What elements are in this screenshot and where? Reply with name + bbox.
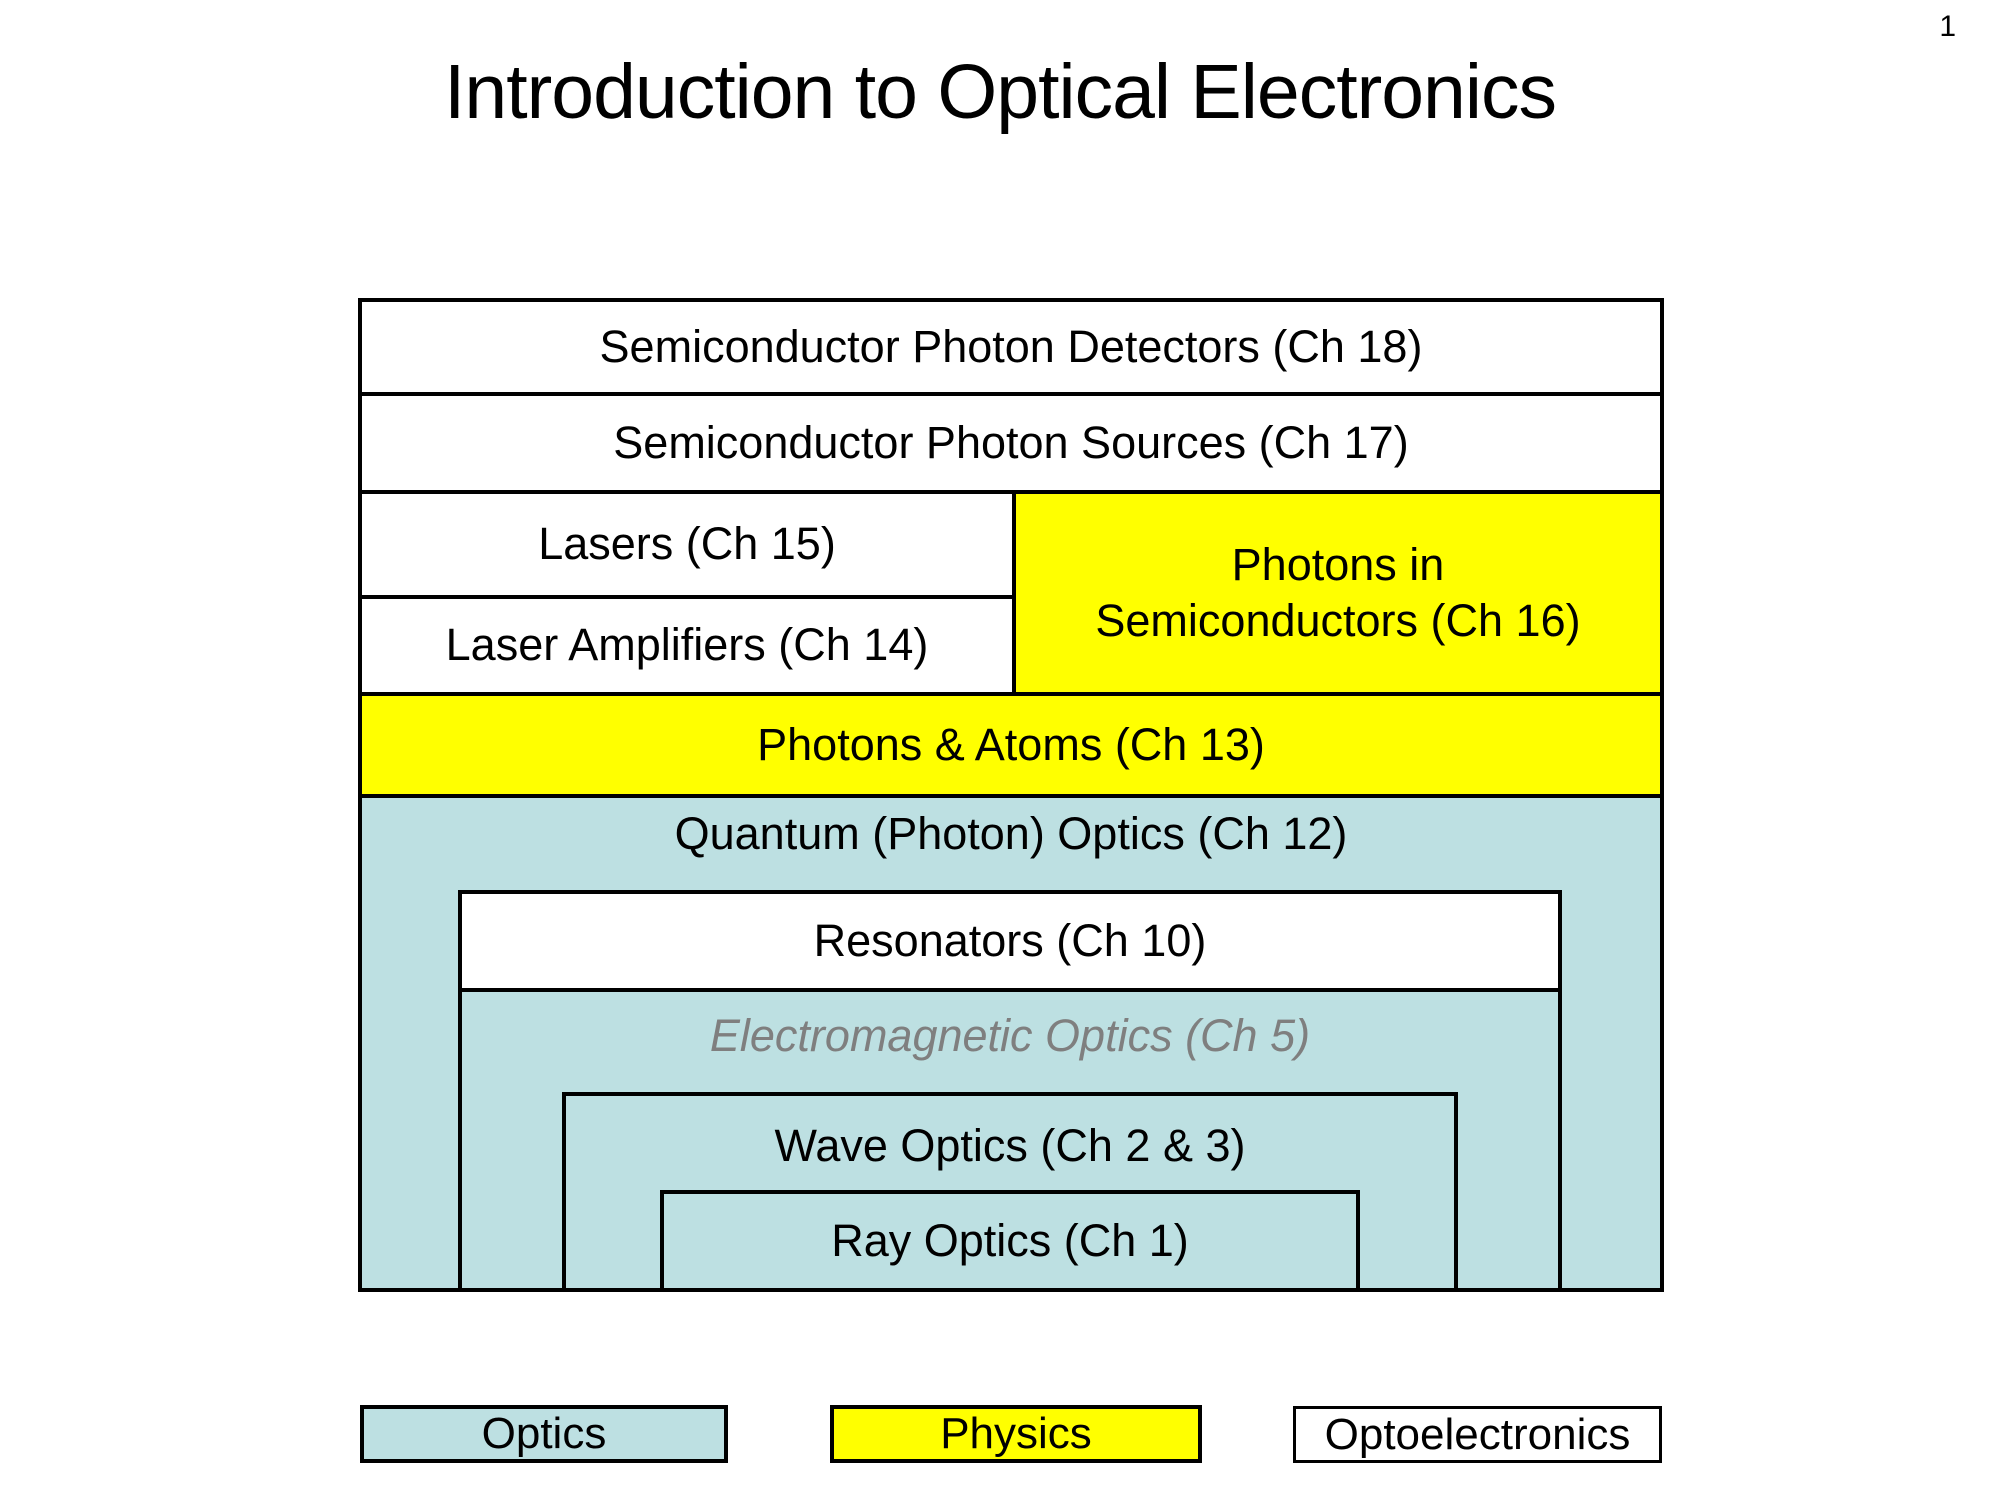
- box-semiconductor-photon-sources: Semiconductor Photon Sources (Ch 17): [358, 392, 1664, 494]
- box-quantum-photon-optics: Quantum (Photon) Optics (Ch 12): [358, 794, 1664, 1292]
- legend-item-optics: Optics: [360, 1405, 728, 1463]
- box-photons-in-semiconductors: Photons in Semiconductors (Ch 16): [1012, 490, 1664, 696]
- page-number: 1: [1939, 10, 1956, 43]
- box-photons-and-atoms: Photons & Atoms (Ch 13): [358, 692, 1664, 798]
- box-semiconductor-photon-detectors: Semiconductor Photon Detectors (Ch 18): [358, 298, 1664, 396]
- box-lasers: Lasers (Ch 15): [358, 490, 1016, 599]
- legend-item-optoelectronics: Optoelectronics: [1293, 1406, 1662, 1463]
- page-title: Introduction to Optical Electronics: [444, 49, 1557, 135]
- chapter-diagram: Quantum (Photon) Optics (Ch 12) Semicond…: [358, 298, 1664, 1292]
- box-laser-amplifiers: Laser Amplifiers (Ch 14): [358, 595, 1016, 696]
- box-electromagnetic-optics-label: Electromagnetic Optics (Ch 5): [709, 1009, 1311, 1061]
- box-quantum-photon-optics-label: Quantum (Photon) Optics (Ch 12): [674, 808, 1348, 859]
- box-resonators: Resonators (Ch 10): [462, 894, 1558, 992]
- box-electromagnetic-optics-group: Resonators (Ch 10) Electromagnetic Optic…: [458, 890, 1562, 1292]
- legend-item-physics: Physics: [830, 1405, 1202, 1463]
- box-ray-optics: Ray Optics (Ch 1): [660, 1190, 1360, 1292]
